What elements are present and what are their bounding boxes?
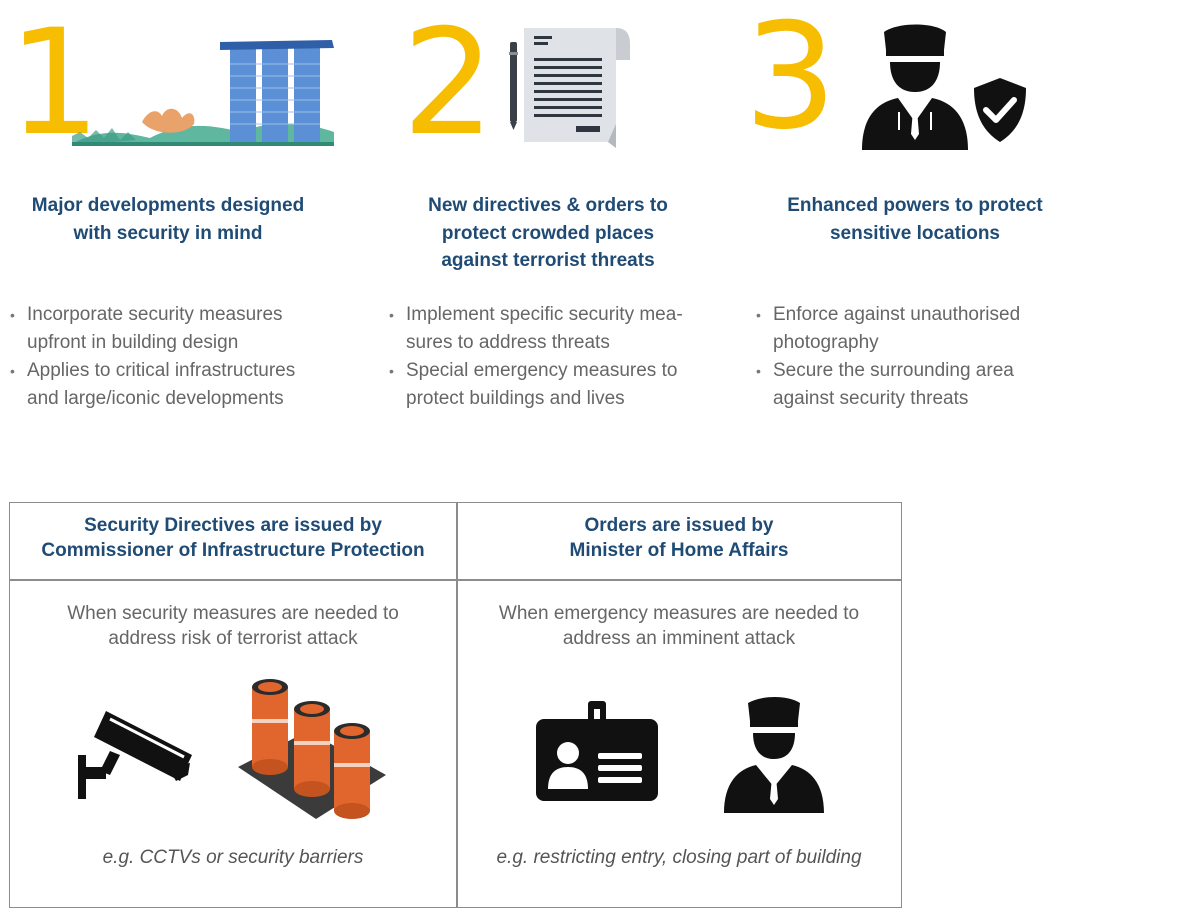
- heading-line: sensitive locations: [829, 222, 1000, 244]
- feature-heading-3: Enhanced powers to protect sensitive loc…: [765, 192, 1065, 247]
- security-barriers-icon: [238, 679, 386, 819]
- table-header-directives: Security Directives are issued by Commis…: [10, 513, 456, 563]
- bullet-item: Applies to critical infrastructures and …: [10, 357, 370, 413]
- document-pen-icon: [509, 28, 630, 148]
- desc-line: address risk of terrorist attack: [108, 628, 358, 649]
- table-example-orders: e.g. restricting entry, closing part of …: [496, 847, 862, 868]
- bullet-line: against security threats: [773, 388, 969, 409]
- desc-line: When security measures are needed to: [67, 603, 399, 624]
- bullet-item: Secure the surrounding area against secu…: [756, 357, 1096, 413]
- bullet-line: Implement specific security mea-: [406, 304, 683, 325]
- feature-bullets-2: Implement specific security mea- sures t…: [389, 301, 729, 413]
- heading-line: protect crowded places: [441, 222, 655, 244]
- id-card-icon: [536, 701, 658, 801]
- header-line: Commissioner of Infrastructure Protectio…: [41, 540, 425, 561]
- bullet-item: Enforce against unauthorised photography: [756, 301, 1096, 357]
- bullet-line: Enforce against unauthorised: [773, 304, 1021, 325]
- cctv-camera-icon: [78, 711, 192, 799]
- bullet-item: Implement specific security mea- sures t…: [389, 301, 729, 357]
- desc-line: address an imminent attack: [562, 628, 796, 649]
- header-line: Minister of Home Affairs: [569, 540, 789, 561]
- bullet-line: Special emergency measures to: [406, 360, 678, 381]
- bullet-line: Applies to critical infrastructures: [27, 360, 296, 381]
- heading-line: New directives & orders to: [428, 195, 668, 216]
- feature-number-3: 3: [744, 0, 837, 162]
- heading-line: with security in mind: [73, 222, 263, 244]
- bullet-line: Secure the surrounding area: [773, 360, 1014, 381]
- skyline-icon: [72, 40, 334, 146]
- bullet-line: photography: [773, 332, 879, 353]
- bullet-line: protect buildings and lives: [406, 388, 625, 409]
- table-desc-directives: When security measures are needed to add…: [10, 601, 456, 651]
- bullet-line: sures to address threats: [406, 332, 610, 353]
- table-header-orders: Orders are issued by Minister of Home Af…: [456, 513, 902, 563]
- heading-line: Major developments designed: [31, 195, 305, 216]
- heading-line: against terrorist threats: [441, 250, 655, 271]
- bullet-line: upfront in building design: [27, 332, 239, 353]
- guard-shield-icon: [862, 24, 1026, 150]
- police-officer-icon: [724, 697, 824, 813]
- bullet-item: Incorporate security measures upfront in…: [10, 301, 370, 357]
- feature-number-1: 1: [8, 0, 101, 168]
- header-line: Security Directives are issued by: [84, 515, 382, 536]
- table-divider: [10, 579, 901, 581]
- table-divider: [456, 503, 458, 907]
- feature-number-2: 2: [402, 0, 495, 168]
- table-example-directives: e.g. CCTVs or security barriers: [102, 847, 364, 868]
- feature-bullets-3: Enforce against unauthorised photography…: [756, 301, 1096, 413]
- feature-heading-2: New directives & orders to protect crowd…: [398, 192, 698, 275]
- feature-heading-1: Major developments designed with securit…: [18, 192, 318, 247]
- feature-bullets-1: Incorporate security measures upfront in…: [10, 301, 370, 413]
- bullet-item: Special emergency measures to protect bu…: [389, 357, 729, 413]
- table-desc-orders: When emergency measures are needed to ad…: [456, 601, 902, 651]
- desc-line: When emergency measures are needed to: [498, 603, 860, 624]
- bullet-line: Incorporate security measures: [27, 304, 283, 325]
- issuance-table: Security Directives are issued by Commis…: [9, 502, 902, 908]
- header-line: Orders are issued by: [584, 515, 774, 536]
- heading-line: Enhanced powers to protect: [787, 195, 1043, 216]
- bullet-line: and large/iconic developments: [27, 388, 284, 409]
